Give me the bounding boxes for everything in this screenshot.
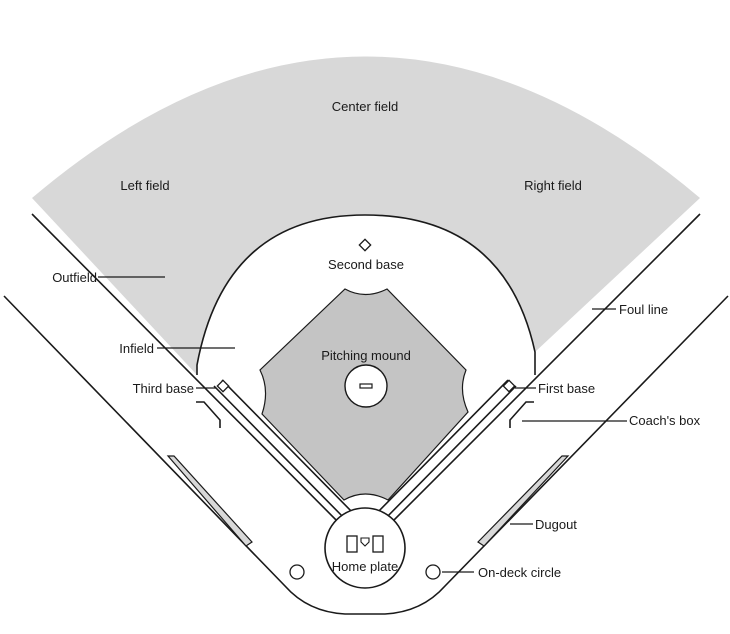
- pitching-mound-label: Pitching mound: [321, 348, 411, 363]
- foul-line-label: Foul line: [619, 302, 668, 317]
- home-plate-circle: [324, 507, 406, 589]
- second-base-marker: [358, 238, 372, 252]
- second-base-label: Second base: [328, 257, 404, 272]
- third-baseline: [213, 379, 357, 523]
- left-field-label: Left field: [120, 178, 169, 193]
- dugout-right: [477, 455, 570, 547]
- home-plate-marker: [360, 537, 370, 547]
- first-baseline: [373, 379, 517, 523]
- batters-box-right: [372, 535, 384, 553]
- coachs-box-label: Coach's box: [629, 413, 701, 428]
- first-base-marker: [502, 379, 516, 393]
- dugout-label: Dugout: [535, 517, 577, 532]
- infield-arc: [196, 214, 536, 375]
- right-field-label: Right field: [524, 178, 582, 193]
- dugout-left: [166, 455, 253, 547]
- home-plate-label: Home plate: [332, 559, 398, 574]
- home-plate-cover: [346, 512, 384, 530]
- batters-box-left: [346, 535, 358, 553]
- on-deck-circle-right: [425, 564, 441, 580]
- coachs-box-left: [196, 401, 221, 428]
- third-base-marker: [216, 379, 230, 393]
- on-deck-circle-label: On-deck circle: [478, 565, 561, 580]
- first-base-label: First base: [538, 381, 595, 396]
- infield-label: Infield: [119, 341, 154, 356]
- coachs-box-right: [509, 401, 534, 428]
- on-deck-circle-left: [289, 564, 305, 580]
- outfield-grass: [32, 56, 700, 375]
- outer-boundary: [3, 295, 729, 615]
- pitchers-rubber: [359, 383, 373, 389]
- right-foul-line: [381, 213, 701, 533]
- center-field-label: Center field: [332, 99, 398, 114]
- third-base-label: Third base: [133, 381, 194, 396]
- left-foul-line: [31, 213, 349, 533]
- outfield-label: Outfield: [52, 270, 97, 285]
